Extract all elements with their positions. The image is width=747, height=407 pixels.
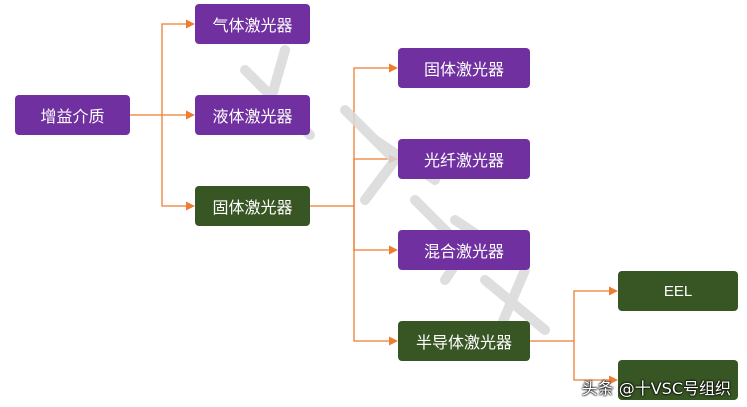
connector-arrow-1-2	[353, 206, 398, 255]
node-root: 增益介质	[15, 95, 130, 135]
connector-arrow-2-1	[573, 341, 618, 385]
node-liquid-laser: 液体激光器	[195, 95, 310, 135]
node-hybrid-laser: 混合激光器	[398, 230, 530, 270]
connector-arrow-0-2	[161, 115, 195, 211]
node-eel: EEL	[618, 271, 738, 311]
footer-credit: 头条 @十VSC号组织	[581, 379, 731, 398]
connector-arrow-0-0	[161, 19, 195, 115]
node-vcsel	[618, 360, 738, 400]
node-semiconductor-laser: 半导体激光器	[398, 321, 530, 361]
node-solid-laser: 固体激光器	[195, 186, 310, 226]
connector-arrow-1-0	[353, 63, 398, 206]
connector-arrow-1-3	[353, 206, 398, 346]
connector-arrow-1-1	[353, 154, 398, 206]
node-fiber-laser: 光纤激光器	[398, 139, 530, 179]
connector-arrow-2-0	[573, 286, 618, 341]
node-solid-state-laser: 固体激光器	[398, 48, 530, 88]
node-gas-laser: 气体激光器	[195, 4, 310, 44]
